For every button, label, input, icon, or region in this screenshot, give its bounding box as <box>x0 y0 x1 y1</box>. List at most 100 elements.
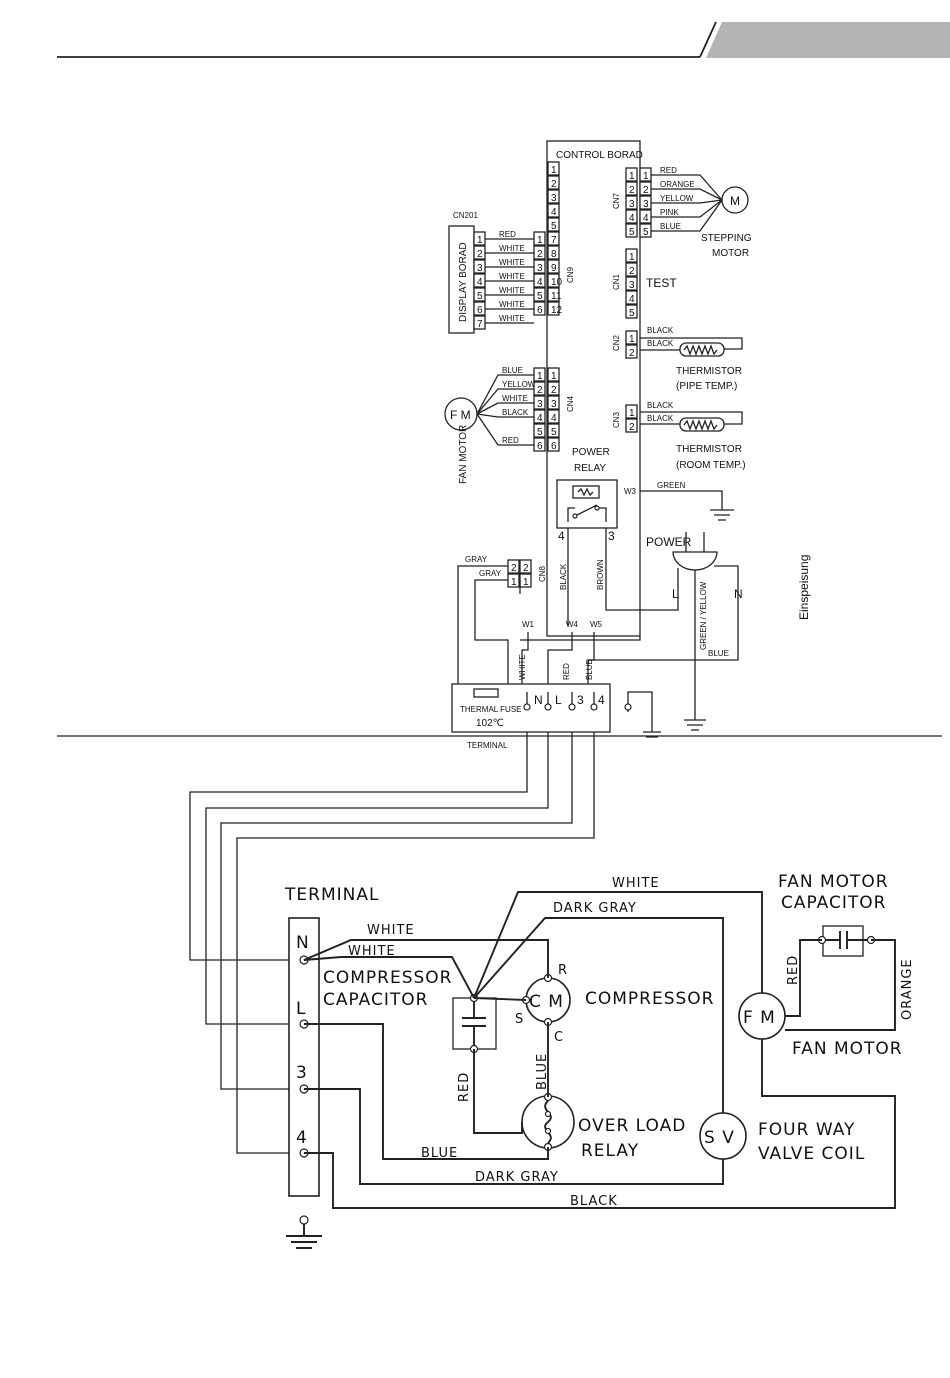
cn9-right-7-num: 7 <box>551 235 557 246</box>
cn8-right-2-num: 2 <box>523 563 529 574</box>
cn9-upper-pin-2-num: 2 <box>551 179 557 190</box>
cn9-upper-pin-5-num: 5 <box>551 221 557 232</box>
relay-pin-4: 4 <box>558 529 565 543</box>
cn1-pin-1 <box>625 248 638 263</box>
cn4-left-3-num: 3 <box>537 399 543 410</box>
fan-wire-label: BLUE <box>502 366 523 375</box>
cn9-upper-pin-2 <box>547 175 560 190</box>
outdoor-fan-motor-fm: F M <box>743 1008 776 1028</box>
compressor-cm: C M <box>529 992 564 1012</box>
cn9-left-1-num: 1 <box>537 235 543 246</box>
indoor-terminal-pin-4: 4 <box>598 693 605 707</box>
cn4-right-1-num: 1 <box>551 371 557 382</box>
indoor-fan-motor-symbol <box>444 397 478 431</box>
w1-label: W1 <box>522 620 535 629</box>
cn2-connector: 12 <box>625 330 638 359</box>
four-way-valve-sv: S V <box>704 1128 735 1148</box>
indoor-fan-motor-label: FAN MOTOR <box>458 425 469 484</box>
cn3-pin-2 <box>625 418 638 433</box>
display-board-title: DISPLAY BORAD <box>458 242 469 322</box>
cn7-right-1-num: 1 <box>643 171 649 182</box>
thermistor-room-label-1: THERMISTOR <box>676 444 742 455</box>
cn9-right-10 <box>547 273 560 288</box>
fan-motor-capacitor-label-1: FAN MOTOR <box>778 872 889 892</box>
cn2-pin-1 <box>625 330 638 345</box>
display-wire-label: RED <box>499 230 516 239</box>
cn4-right-5 <box>547 423 560 438</box>
cn3-label: CN3 <box>612 411 621 428</box>
thermistor-pipe-label-1: THERMISTOR <box>676 366 742 377</box>
plug-blue-wire: BLUE <box>708 649 729 658</box>
cn7-left-3 <box>625 195 638 210</box>
outdoor-section: TERMINAL N L 3 4 COMPRESSOR CAPACITOR C … <box>284 872 915 1249</box>
indoor-terminal-pin-3: 3 <box>577 693 584 707</box>
cn1-pin-2 <box>625 262 638 277</box>
cn2-wire-2: BLACK <box>647 339 674 348</box>
cn8-right-1-num: 1 <box>523 577 529 588</box>
cn9-upper-pin-4-num: 4 <box>551 207 557 218</box>
cn9-right-8-num: 8 <box>551 249 557 260</box>
fan-wire-label: RED <box>502 436 519 445</box>
plug-n-label: N <box>734 587 743 601</box>
blue-wire-vertical: BLUE <box>535 1053 550 1090</box>
cn9-upper-pin-3-num: 3 <box>551 193 557 204</box>
display-wire-label: WHITE <box>499 244 525 253</box>
display-wire-label: WHITE <box>499 258 525 267</box>
cn2-pin-2 <box>625 344 638 359</box>
fan-wire-label: YELLOW <box>502 380 536 389</box>
white-top-wire: WHITE <box>612 876 660 891</box>
cn4-left-6-num: 6 <box>537 441 543 452</box>
terminal-blue-wire: BLUE <box>585 659 594 680</box>
display-pin-6-num: 6 <box>477 305 483 316</box>
cn7-right-2-num: 2 <box>643 185 649 196</box>
cn4-right-3 <box>547 395 560 410</box>
cn3-pin-1 <box>625 404 638 419</box>
cn7-right-5-num: 5 <box>643 227 649 238</box>
stepping-wire-label: BLUE <box>660 222 681 231</box>
cn3-wire-2: BLACK <box>647 414 674 423</box>
cn7-left-1-num: 1 <box>629 171 635 182</box>
cn1-pin-3 <box>625 276 638 291</box>
cn7-left-2-num: 2 <box>629 185 635 196</box>
cn9-upper-pin-1-num: 1 <box>551 165 557 176</box>
cn7-right-4-num: 4 <box>643 213 649 224</box>
compressor-capacitor-label-1: COMPRESSOR <box>323 968 453 988</box>
cn9-right-7 <box>547 231 560 246</box>
cn7-left-5-num: 5 <box>629 227 635 238</box>
cn1-pin-5 <box>625 304 638 319</box>
cn7-left-1 <box>625 167 638 182</box>
power-plug <box>672 551 718 571</box>
power-label: POWER <box>646 535 692 549</box>
outdoor-pin-3: 3 <box>296 1063 308 1083</box>
cn4-left-5-num: 5 <box>537 427 543 438</box>
cn8-wire-2: GRAY <box>479 569 502 578</box>
cn201-label: CN201 <box>453 211 478 220</box>
fan-wire-label: BLACK <box>502 408 529 417</box>
thermal-fuse-temp: 102℃ <box>476 718 504 729</box>
power-relay-label-2: RELAY <box>574 463 606 474</box>
cn4-right-2-num: 2 <box>551 385 557 396</box>
display-board <box>448 225 475 334</box>
cn9-right-11 <box>547 287 560 302</box>
relay-brown-wire: BROWN <box>596 559 605 590</box>
cn4-right-3-num: 3 <box>551 399 557 410</box>
cn9-left-2-num: 2 <box>537 249 543 260</box>
cn7-left-5 <box>625 223 638 238</box>
compressor-capacitor-label-2: CAPACITOR <box>323 990 428 1010</box>
cn3-connector: 12 <box>625 404 638 433</box>
cn1-pin-4-num: 4 <box>629 294 635 305</box>
display-pin-2-num: 2 <box>477 249 483 260</box>
cn8-right-2 <box>519 559 532 574</box>
cn9-right-9 <box>547 259 560 274</box>
stepping-motor-m: M <box>730 194 740 208</box>
over-load-relay-label-2: RELAY <box>581 1141 639 1161</box>
cn4-left-1-num: 1 <box>537 371 543 382</box>
interconnect-wires <box>189 732 595 1154</box>
cn4-right-2 <box>547 381 560 396</box>
thermistor-room-label-2: (ROOM TEMP.) <box>676 460 746 471</box>
fan-orange-wire: ORANGE <box>900 958 915 1020</box>
